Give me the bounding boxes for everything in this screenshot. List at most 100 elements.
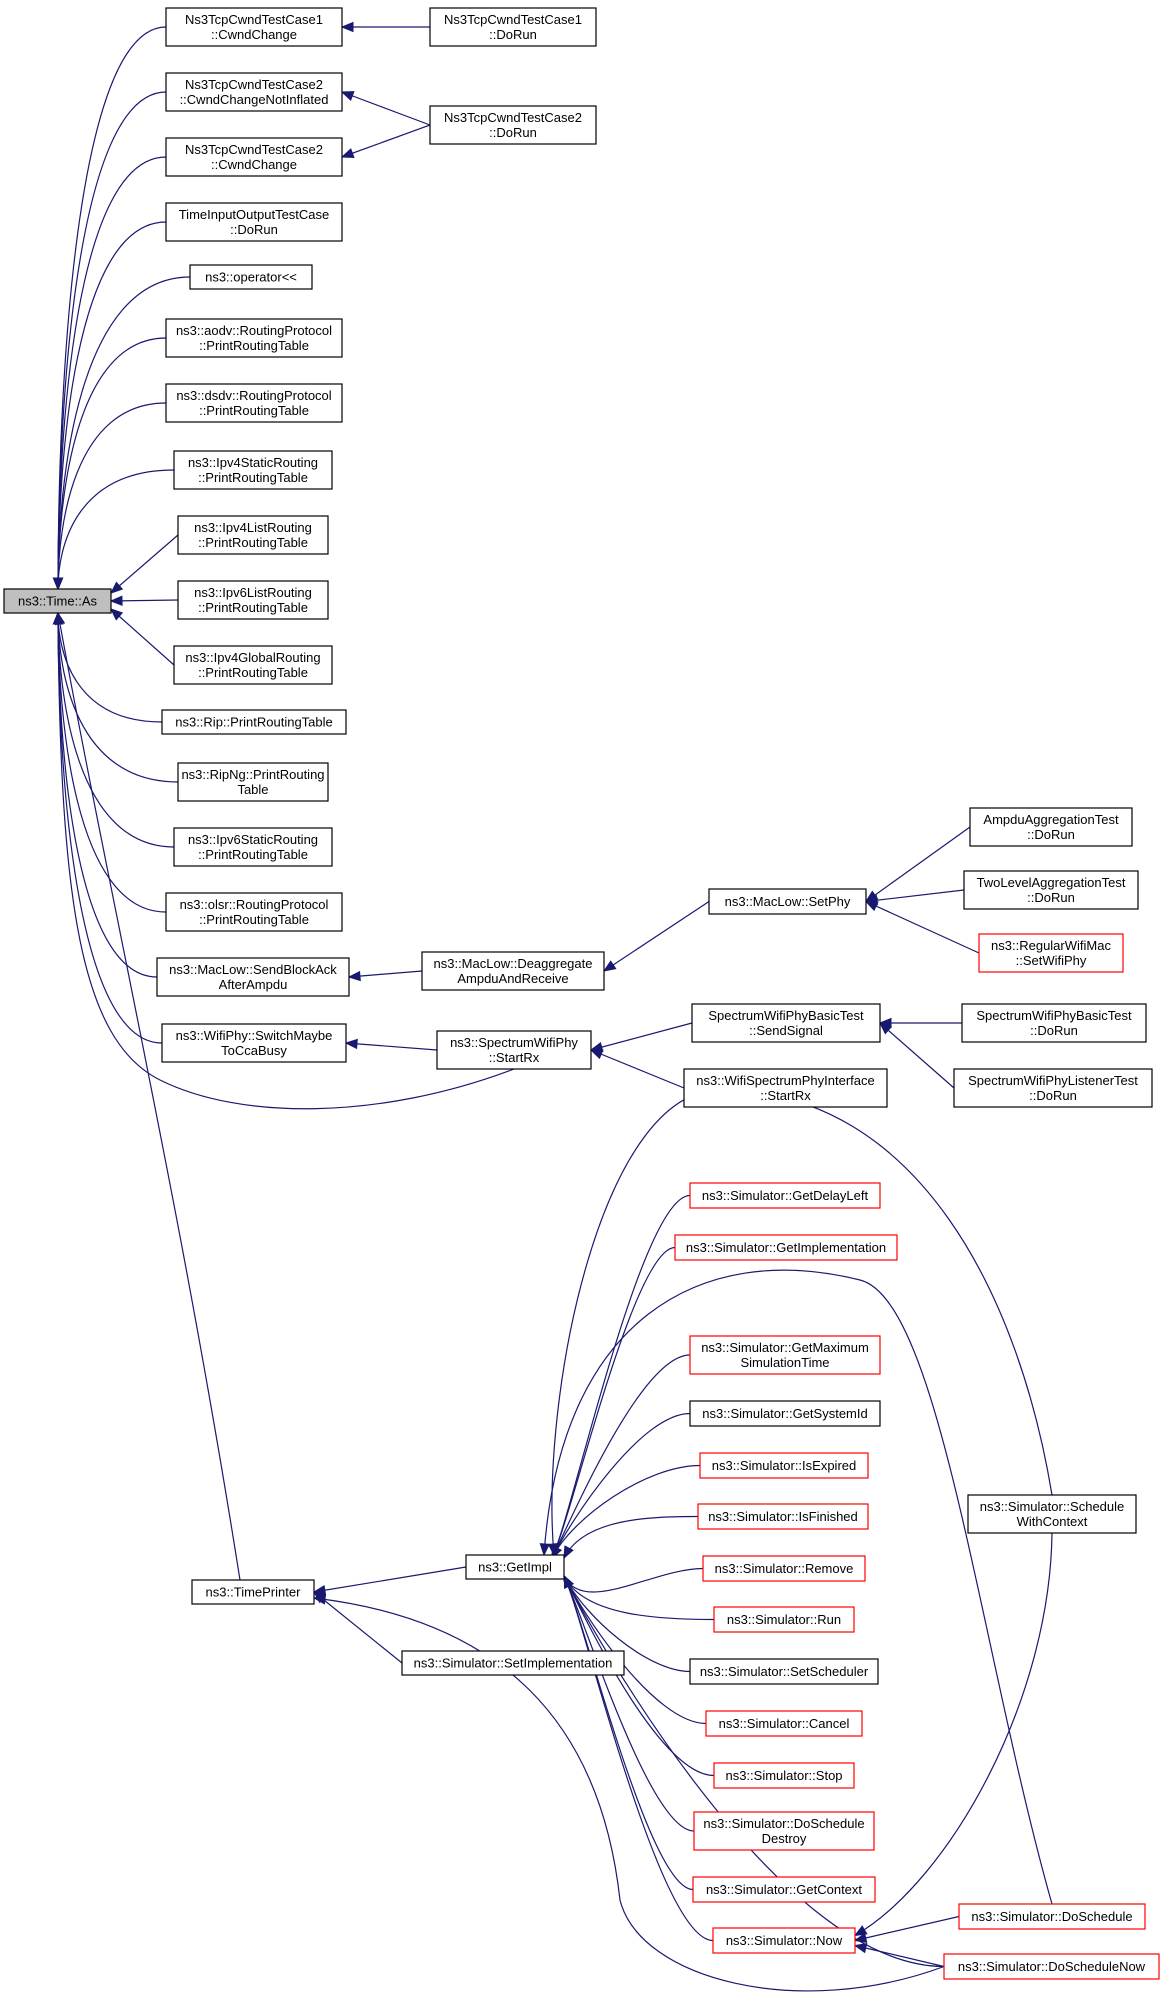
node-label: ::SetWifiPhy [1016,953,1087,968]
edge-line [57,612,515,1110]
node-c1dr[interactable]: Ns3TcpCwndTestCase1::DoRun [429,7,597,47]
edge-i6l-to-tas [109,595,179,607]
edge-gsid-to-gi [551,1412,691,1560]
node-box [689,1400,881,1427]
node-label: Ns3TcpCwndTestCase2 [185,77,323,92]
node-label: WithContext [1017,1514,1088,1529]
edge-dsdv-to-tas [52,402,167,591]
edge-swpsr-to-wpsw [344,1038,438,1051]
node-ssch[interactable]: ns3::Simulator::SetScheduler [689,1658,879,1685]
edge-aat-to-setphy [864,826,971,903]
node-rwm[interactable]: ns3::RegularWifiMac::SetWifiPhy [978,933,1124,973]
node-label: ns3::Simulator::DoScheduleNow [958,1959,1146,1974]
edge-line [865,826,971,902]
node-box [429,105,597,145]
node-label: ns3::Simulator::SetImplementation [414,1656,613,1671]
node-run[interactable]: ns3::Simulator::Run [713,1606,855,1633]
node-isfin[interactable]: ns3::Simulator::IsFinished [697,1503,869,1530]
node-box [705,1710,863,1737]
node-swpbdr[interactable]: SpectrumWifiPhyBasicTest::DoRun [961,1003,1147,1043]
node-label: ::PrintRoutingTable [198,665,308,680]
edge-line [313,1566,467,1593]
node-isexp[interactable]: ns3::Simulator::IsExpired [699,1452,869,1479]
node-wspi[interactable]: ns3::WifiSpectrumPhyInterface::StartRx [683,1068,888,1108]
node-i4l[interactable]: ns3::Ipv4ListRouting::PrintRoutingTable [177,515,329,555]
edge-wspi-to-swpsr [589,1049,685,1089]
node-label: ::PrintRoutingTable [198,535,308,550]
node-rem[interactable]: ns3::Simulator::Remove [702,1555,866,1582]
node-c2cw[interactable]: Ns3TcpCwndTestCase2::CwndChange [165,137,343,177]
node-c1cw[interactable]: Ns3TcpCwndTestCase1::CwndChange [165,7,343,47]
node-i6l[interactable]: ns3::Ipv6ListRouting::PrintRoutingTable [177,580,329,620]
node-box [401,1650,625,1676]
node-swpsr[interactable]: ns3::SpectrumWifiPhy::StartRx [436,1030,592,1070]
node-stop[interactable]: ns3::Simulator::Stop [713,1762,855,1789]
node-gsid[interactable]: ns3::Simulator::GetSystemId [689,1400,881,1427]
node-ripng[interactable]: ns3::RipNg::PrintRoutingTable [177,762,329,802]
arrowhead [589,1049,604,1060]
node-gimpl[interactable]: ns3::Simulator::GetImplementation [674,1234,898,1261]
node-dsnow[interactable]: ns3::Simulator::DoScheduleNow [943,1953,1160,1980]
arrowhead [54,611,66,626]
edge-dsch-to-now [853,1915,960,1944]
edge-line [563,1575,695,1832]
node-op[interactable]: ns3::operator<< [189,264,313,290]
node-tas[interactable]: ns3::Time::As [3,588,112,614]
node-tp[interactable]: ns3::TimePrinter [191,1579,315,1605]
node-canc[interactable]: ns3::Simulator::Cancel [705,1710,863,1737]
node-olsr[interactable]: ns3::olsr::RoutingProtocol::PrintRouting… [165,892,343,932]
node-box [173,827,333,867]
node-tlat[interactable]: TwoLevelAggregationTest::DoRun [963,870,1139,910]
node-rip[interactable]: ns3::Rip::PrintRoutingTable [161,709,347,735]
edge-line [563,1575,691,1673]
node-box [693,1811,875,1851]
edge-i4l-to-tas [109,534,179,594]
node-gdl[interactable]: ns3::Simulator::GetDelayLeft [689,1182,881,1209]
node-box [702,1555,866,1582]
node-gi[interactable]: ns3::GetImpl [465,1554,565,1580]
edge-line [603,900,710,972]
node-dsch[interactable]: ns3::Simulator::DoSchedule [958,1903,1146,1930]
node-label: ns3::RipNg::PrintRouting [181,767,324,782]
node-i4g[interactable]: ns3::Ipv4GlobalRouting::PrintRoutingTabl… [173,645,333,685]
node-label: ::DoRun [489,125,537,140]
node-label: ns3::aodv::RoutingProtocol [176,323,332,338]
node-swpbss[interactable]: SpectrumWifiPhyBasicTest::SendSignal [691,1003,881,1043]
node-dsdv[interactable]: ns3::dsdv::RoutingProtocol::PrintRouting… [165,383,343,423]
arrowhead [109,595,123,607]
node-now[interactable]: ns3::Simulator::Now [712,1927,856,1954]
arrowhead [864,900,879,912]
node-tio[interactable]: TimeInputOutputTestCase::DoRun [165,202,343,242]
arrowhead [853,1942,868,1954]
node-aodv[interactable]: ns3::aodv::RoutingProtocol::PrintRouting… [165,318,343,358]
edge-line [563,1575,945,1968]
edge-line [865,889,965,903]
node-gctx[interactable]: ns3::Simulator::GetContext [692,1876,876,1903]
node-box [189,264,313,290]
node-aat[interactable]: AmpduAggregationTest::DoRun [969,807,1133,847]
node-setphy[interactable]: ns3::MacLow::SetPhy [708,888,867,915]
edge-dsnow-to-now [853,1942,945,1968]
node-label: AfterAmpdu [219,977,288,992]
node-i6s[interactable]: ns3::Ipv6StaticRouting::PrintRoutingTabl… [173,827,333,867]
node-box [963,870,1139,910]
node-box [161,1023,347,1063]
edge-swpbss-to-swpsr [589,1022,693,1053]
node-i4s[interactable]: ns3::Ipv4StaticRouting::PrintRoutingTabl… [173,450,333,490]
node-label: ns3::RegularWifiMac [991,938,1111,953]
node-c2dr[interactable]: Ns3TcpCwndTestCase2::DoRun [429,105,597,145]
node-swplt[interactable]: SpectrumWifiPhyListenerTest::DoRun [953,1068,1153,1108]
edge-rip-to-tas [52,611,163,723]
edge-olsr-to-tas [52,611,167,913]
node-c2cni[interactable]: Ns3TcpCwndTestCase2::CwndChangeNotInflat… [165,72,343,112]
node-box [691,1003,881,1043]
node-ssi[interactable]: ns3::Simulator::SetImplementation [401,1650,625,1676]
edge-line [57,337,167,590]
edge-line [57,612,241,1581]
